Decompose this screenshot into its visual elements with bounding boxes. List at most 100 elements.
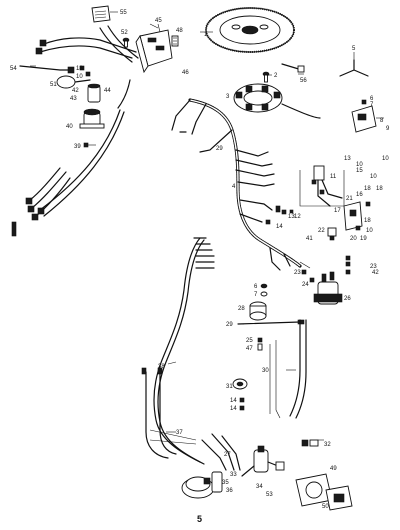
fastener (257, 337, 263, 351)
battery-leads (11, 109, 125, 237)
callout-28: 28 (238, 306, 245, 312)
control-cable (153, 237, 215, 465)
callout-31: 31 (226, 384, 233, 390)
callout-42: 42 (72, 88, 79, 94)
callout-29: 29 (216, 146, 223, 152)
callout-42: 42 (372, 270, 379, 276)
main-wiring-harness (171, 98, 302, 271)
callout-33: 33 (230, 472, 237, 478)
callout-29: 29 (226, 322, 233, 328)
callout-50: 50 (322, 504, 329, 510)
callout-21: 21 (346, 196, 353, 202)
callout-6: 6 (370, 96, 374, 102)
callout-20: 20 (350, 236, 357, 242)
callout-10: 10 (366, 228, 373, 234)
callout-15: 15 (356, 168, 363, 174)
fasteners (265, 205, 294, 225)
callout-10: 10 (370, 174, 377, 180)
callout-27: 27 (224, 452, 231, 458)
callout-45: 45 (155, 18, 162, 24)
flywheel (205, 7, 295, 53)
callout-18: 18 (364, 186, 371, 192)
callout-47: 47 (246, 346, 253, 352)
callout-1: 1 (204, 32, 208, 38)
callout-30: 30 (262, 368, 269, 374)
callout-44: 44 (104, 88, 111, 94)
callout-17: 17 (334, 208, 341, 214)
callout-9: 9 (386, 126, 390, 132)
starter-solenoid (301, 255, 351, 305)
callout-41: 41 (306, 236, 313, 242)
callout-6: 6 (254, 284, 258, 290)
callout-23: 23 (294, 270, 301, 276)
callout-12: 12 (294, 214, 301, 220)
tilt-motor (249, 301, 267, 321)
callout-3: 3 (226, 94, 230, 100)
ground-strap (301, 439, 319, 447)
rectifier (56, 65, 101, 103)
callout-48: 48 (176, 28, 183, 34)
spark-plug-leads (35, 25, 139, 109)
callout-55: 55 (120, 10, 127, 16)
callout-38: 38 (158, 364, 165, 370)
callout-23: 23 (370, 264, 377, 270)
switch-box (135, 23, 173, 74)
callout-40: 40 (66, 124, 73, 130)
key-plate (295, 473, 353, 511)
callout-18: 18 (364, 218, 371, 224)
callout-19: 19 (360, 236, 367, 242)
callout-7: 7 (254, 292, 258, 298)
decal (91, 5, 118, 23)
callout-32: 32 (324, 442, 331, 448)
harness-plug-assembly (181, 433, 241, 499)
callout-36: 36 (226, 488, 233, 494)
ignition-key-switch (241, 445, 285, 477)
callout-34: 34 (256, 484, 263, 490)
callout-10: 10 (356, 162, 363, 168)
callout-56: 56 (300, 78, 307, 84)
callout-25: 25 (246, 338, 253, 344)
battery-cable-loom (269, 319, 307, 419)
callout-22: 22 (318, 228, 325, 234)
callout-labels: 55 52 45 48 1 5 54 18 10 46 2 56 51 42 4… (10, 10, 390, 510)
callout-54: 54 (10, 66, 17, 72)
callout-14: 14 (230, 398, 237, 404)
regulator-bracket (343, 201, 371, 231)
callout-14: 14 (276, 224, 283, 230)
timer-base (339, 59, 369, 77)
callout-53: 53 (266, 492, 273, 498)
switch (351, 99, 384, 133)
callout-46: 46 (182, 70, 189, 76)
callout-16: 16 (356, 192, 363, 198)
bolt (262, 71, 270, 83)
callout-13: 13 (344, 156, 351, 162)
bolt-stack (260, 283, 268, 297)
callout-13: 13 (288, 214, 295, 220)
coil (171, 35, 179, 47)
callout-24: 24 (302, 282, 309, 288)
terminal-block (299, 165, 345, 207)
callout-43: 43 (70, 96, 77, 102)
callout-11: 11 (330, 174, 337, 180)
fasteners-lower (239, 397, 245, 411)
callout-18: 18 (76, 66, 83, 72)
ground-lead (19, 65, 75, 74)
terminal-leads (141, 367, 197, 459)
clip (281, 63, 305, 73)
leader-lines (30, 23, 355, 441)
stator (233, 83, 321, 119)
rod (237, 319, 305, 325)
callout-4: 4 (232, 184, 236, 190)
screw (83, 142, 96, 148)
callout-37: 37 (176, 430, 183, 436)
callout-49: 49 (330, 466, 337, 472)
screw (122, 37, 130, 48)
callout-39: 39 (74, 144, 81, 150)
callout-10: 10 (382, 156, 389, 162)
callout-26: 26 (344, 296, 351, 302)
callout-10: 10 (76, 74, 83, 80)
callout-35: 35 (222, 480, 229, 486)
callout-7: 7 (370, 102, 374, 108)
callout-52: 52 (121, 30, 128, 36)
